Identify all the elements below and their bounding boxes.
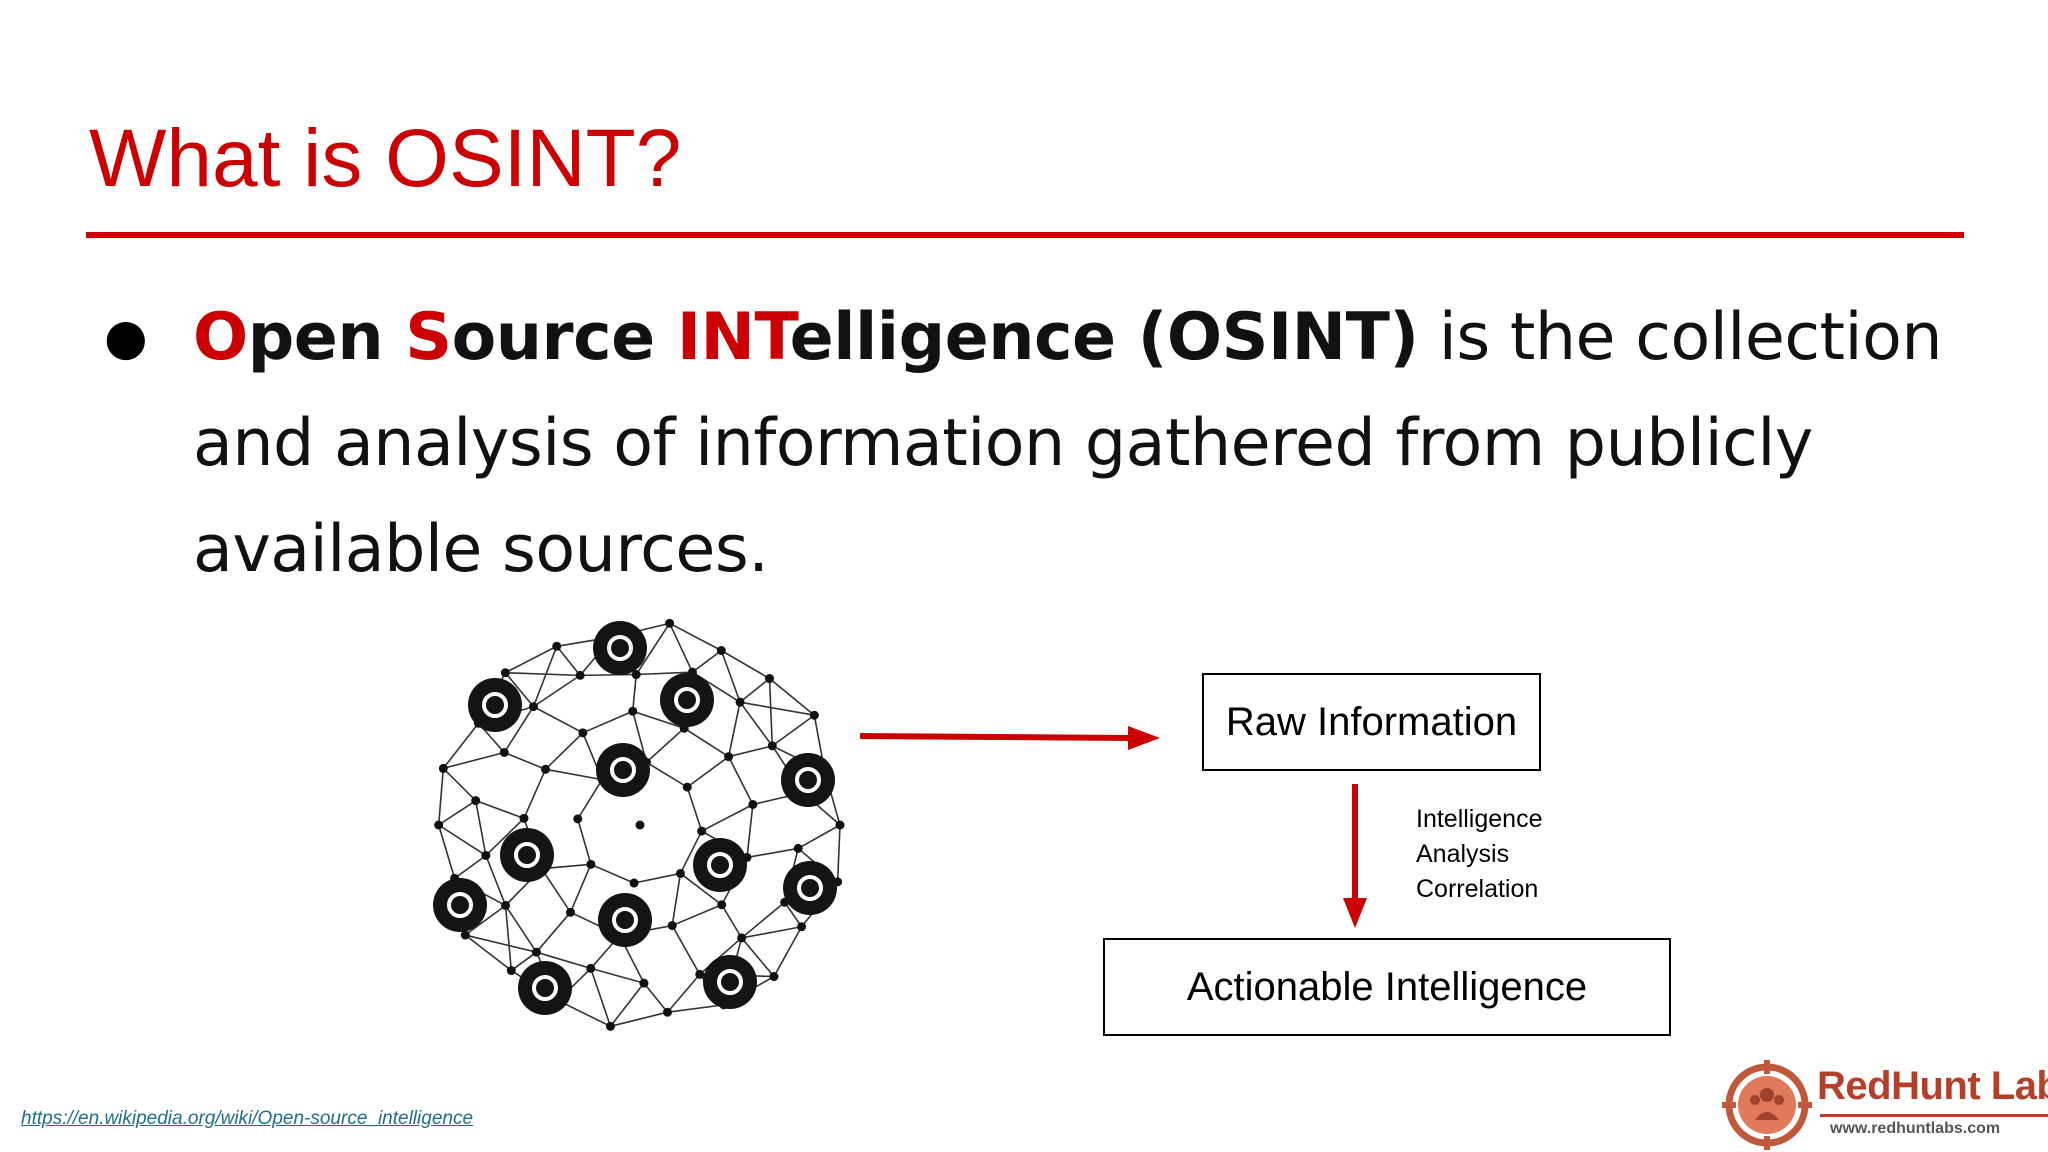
redhunt-labs-logo: RedHunt Labs www.redhuntlabs.com — [1722, 1058, 2048, 1152]
slide-title: What is OSINT? — [89, 113, 682, 204]
monitor-icon — [500, 828, 554, 882]
clock-icon — [783, 861, 837, 915]
actionable-intelligence-box: Actionable Intelligence — [1103, 938, 1671, 1036]
term-letter-s: S — [405, 300, 452, 375]
analysis-steps: Intelligence Analysis Correlation — [1416, 802, 1542, 907]
arrow-right-icon — [859, 726, 1160, 750]
battery-icon — [468, 678, 522, 732]
wifi-icon — [598, 893, 652, 947]
logo-emblem-icon — [1722, 1060, 1812, 1150]
term-part-elligence: elligence (OSINT) — [789, 300, 1419, 375]
source-link[interactable]: https://en.wikipedia.org/wiki/Open-sourc… — [21, 1108, 474, 1129]
title-underline — [86, 232, 1964, 238]
raw-information-box: Raw Information — [1202, 673, 1541, 771]
definition-rest: is the collection and analysis of inform… — [193, 300, 1943, 587]
bullet-dot: ● — [104, 308, 148, 366]
term-letters-int: INT — [676, 300, 790, 375]
group-icon — [660, 673, 714, 727]
phone-icon — [518, 961, 572, 1015]
logo-name: RedHunt Labs — [1817, 1064, 2048, 1108]
cloud-download-icon — [693, 838, 747, 892]
logo-url: www.redhuntlabs.com — [1830, 1120, 2001, 1137]
step-intelligence: Intelligence — [1416, 805, 1543, 833]
step-analysis: Analysis — [1416, 840, 1510, 868]
folder-icon — [593, 621, 647, 675]
definition-text: Open Source INTelligence (OSINT) is the … — [193, 285, 1993, 603]
osint-term: Open Source INTelligence (OSINT) — [193, 300, 1419, 375]
settings-gear-icon — [433, 878, 487, 932]
network-globe-illustration — [433, 618, 845, 1031]
step-correlation: Correlation — [1416, 875, 1539, 903]
windows-icon — [596, 743, 650, 797]
term-part-ource: ource — [451, 300, 677, 375]
share-icon — [703, 955, 757, 1009]
arrow-down-icon — [1343, 784, 1367, 928]
term-letter-o: O — [193, 300, 248, 375]
term-part-pen: pen — [247, 300, 406, 375]
logo-divider — [1820, 1114, 2048, 1117]
signal-bars-icon — [781, 753, 835, 807]
